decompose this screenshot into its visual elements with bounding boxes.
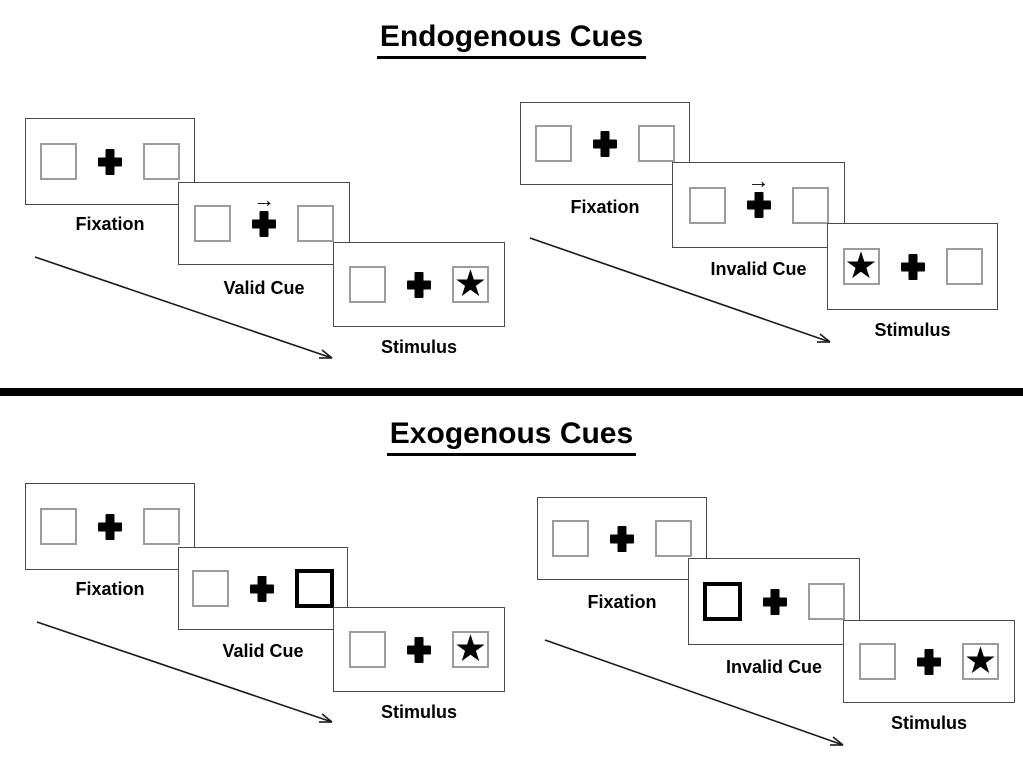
- stimulus-panel: ★: [843, 620, 1015, 703]
- cued-box: [703, 582, 742, 621]
- fixation-panel: [25, 483, 195, 570]
- fixation-cross-icon: [901, 254, 925, 280]
- right-box: [808, 583, 845, 620]
- left-box: [535, 125, 572, 162]
- panel-label: Stimulus: [890, 713, 967, 733]
- fixation-cross-icon: [407, 272, 431, 298]
- cue-panel: [178, 547, 348, 630]
- panel-label: Stimulus: [380, 702, 457, 722]
- fixation-cross-icon: [407, 637, 431, 663]
- fixation-cross-icon: [917, 649, 941, 675]
- sequence-arrow: [36, 621, 333, 723]
- section-divider: [0, 388, 1023, 396]
- left-box: [40, 508, 77, 545]
- left-box: [194, 205, 231, 242]
- cued-box: [295, 569, 334, 608]
- fixation-cross-icon: [98, 149, 122, 175]
- section-title-endogenous: Endogenous Cues: [0, 20, 1023, 59]
- star-icon: ★: [844, 245, 878, 286]
- target-box: ★: [452, 628, 489, 669]
- right-box: [638, 125, 675, 162]
- fixation-cross-icon: [610, 526, 634, 552]
- left-box: [192, 570, 229, 607]
- right-box: [945, 248, 983, 285]
- fixation-cross-icon: [250, 576, 274, 602]
- fixation-panel: [537, 497, 707, 580]
- section-title-text: Exogenous Cues: [386, 417, 637, 456]
- left-box: [552, 520, 589, 557]
- panel-label: Valid Cue: [223, 278, 305, 298]
- panel-label: Fixation: [75, 579, 145, 599]
- left-box: [40, 143, 77, 180]
- cue-panel: [688, 558, 860, 645]
- fixation-panel: [25, 118, 195, 205]
- left-box: [859, 643, 896, 680]
- stimulus-panel: ★: [333, 242, 505, 327]
- right-box: [297, 205, 334, 242]
- fixation-cross-icon: →: [747, 170, 771, 218]
- left-box: [349, 266, 386, 303]
- right-box: [143, 143, 180, 180]
- sequence-arrow: [34, 256, 333, 359]
- fixation-panel: [520, 102, 690, 185]
- panel-label: Fixation: [587, 592, 657, 612]
- cue-panel: →: [672, 162, 845, 248]
- fixation-cross-icon: →: [252, 188, 276, 237]
- cue-arrow-icon: →: [747, 168, 770, 193]
- fixation-cross-icon: [593, 131, 617, 157]
- sequence-arrow: [544, 639, 844, 746]
- panel-label: Fixation: [75, 214, 145, 234]
- star-icon: ★: [963, 640, 998, 681]
- fixation-cross-icon: [763, 589, 787, 615]
- panel-label: Invalid Cue: [710, 259, 807, 279]
- left-box: [349, 631, 386, 668]
- cue-panel: →: [178, 182, 350, 265]
- panel-label: Stimulus: [874, 320, 951, 340]
- stimulus-panel: ★: [827, 223, 998, 310]
- right-box: [143, 508, 180, 545]
- star-icon: ★: [453, 263, 488, 304]
- section-title-exogenous: Exogenous Cues: [0, 417, 1023, 456]
- sequence-arrow: [529, 237, 831, 343]
- target-box: ★: [452, 263, 489, 304]
- fixation-cross-icon: [98, 514, 122, 540]
- right-box: [791, 186, 829, 224]
- left-box: [688, 186, 726, 224]
- panel-label: Fixation: [570, 197, 640, 217]
- panel-label: Valid Cue: [222, 641, 304, 661]
- target-box: ★: [962, 640, 999, 681]
- target-box: ★: [842, 245, 880, 286]
- star-icon: ★: [453, 628, 488, 669]
- section-title-text: Endogenous Cues: [376, 20, 647, 59]
- stimulus-panel: ★: [333, 607, 505, 692]
- panel-label: Stimulus: [380, 337, 457, 357]
- cue-arrow-icon: →: [253, 186, 275, 212]
- right-box: [655, 520, 692, 557]
- panel-label: Invalid Cue: [725, 657, 823, 677]
